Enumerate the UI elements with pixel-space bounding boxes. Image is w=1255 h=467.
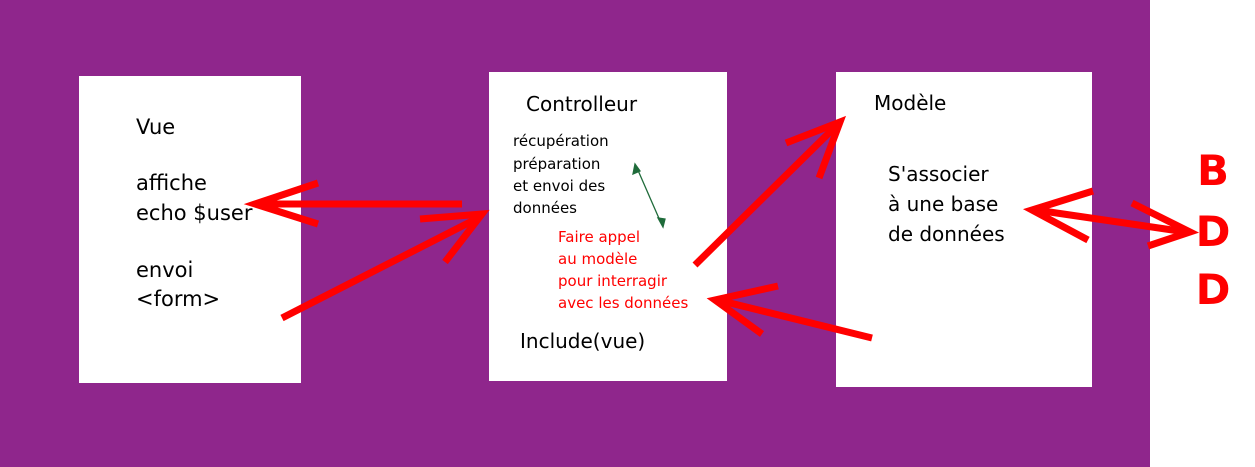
controller-include: Include(vue) (520, 329, 646, 353)
controller-call-line: avec les données (558, 294, 689, 312)
bdd-letter-b: B (1196, 146, 1229, 195)
controller-desc-line: récupération (513, 132, 609, 150)
controller-desc-line: préparation (513, 155, 601, 173)
arrow-vue-to-controller (280, 209, 490, 322)
vue-title: Vue (136, 115, 176, 139)
controller-call-line: Faire appel (558, 228, 641, 246)
bdd-letter-d: D (1195, 265, 1231, 314)
model-desc-line: de données (888, 222, 1005, 246)
bdd-letter-d: D (1195, 207, 1231, 256)
controller-box (489, 72, 727, 381)
controller-call-line: au modèle (558, 250, 638, 268)
controller-title: Controlleur (526, 92, 638, 116)
controller-call-line: pour interragir (558, 272, 668, 290)
vue-text-form: <form> (136, 287, 221, 311)
arrow-controller-to-vue (243, 179, 462, 228)
arrow-green-double (632, 162, 666, 229)
vue-text-affiche: affiche (136, 171, 207, 195)
vue-box (79, 76, 301, 383)
model-desc-line: à une base (888, 192, 999, 216)
model-box (836, 72, 1092, 387)
arrow-controller-to-model (692, 115, 847, 268)
model-desc-line: S'associer (888, 162, 989, 186)
model-title: Modèle (874, 91, 947, 115)
arrow-model-bdd-double (1022, 187, 1200, 250)
vue-text-echo: echo $user (136, 201, 253, 225)
vue-text-envoi: envoi (136, 258, 194, 282)
arrow-model-to-controller (706, 282, 873, 342)
controller-desc-line: et envoi des (513, 177, 606, 195)
controller-desc-line: données (513, 199, 577, 217)
